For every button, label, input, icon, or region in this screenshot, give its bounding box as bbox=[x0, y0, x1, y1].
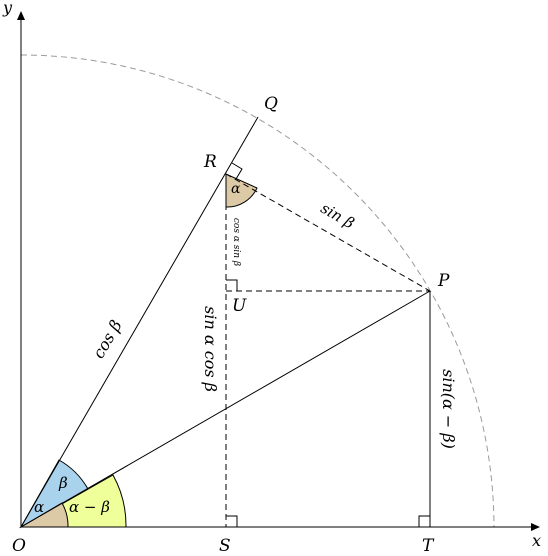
ray-oq bbox=[20, 116, 259, 528]
angle-label-alpha-minus-beta: α − β bbox=[69, 498, 110, 516]
point-label-r: R bbox=[203, 152, 217, 172]
unit-circle-arc bbox=[20, 54, 495, 528]
segment-label-sin-beta: sin β bbox=[318, 199, 358, 233]
segment-label-sin-alpha-cos-beta: sin α cos β bbox=[201, 306, 220, 392]
point-label-p: P bbox=[437, 271, 450, 291]
point-label-t: T bbox=[422, 536, 435, 556]
right-angle-marker-s bbox=[226, 515, 238, 527]
alpha-wedge-at-r bbox=[225, 173, 258, 208]
segment-rp bbox=[225, 173, 431, 292]
point-label-o: O bbox=[12, 536, 26, 556]
point-label-s: S bbox=[219, 536, 231, 556]
y-axis-label: y bbox=[2, 0, 13, 17]
right-angle-marker-u bbox=[226, 279, 238, 291]
segment-label-sin-alpha-minus-beta: sin(α − β) bbox=[439, 369, 458, 449]
right-angle-marker-r bbox=[231, 162, 243, 180]
angle-label-alpha-at-r: α bbox=[231, 181, 241, 197]
right-angle-marker-t bbox=[418, 515, 430, 527]
angle-label-beta: β bbox=[58, 474, 68, 492]
beta-wedge bbox=[19, 459, 89, 529]
angle-label-alpha: α bbox=[34, 498, 44, 516]
point-label-u: U bbox=[232, 296, 247, 316]
point-label-q: Q bbox=[264, 94, 278, 114]
segment-label-cos-alpha-sin-beta: cos α sin β bbox=[231, 218, 241, 266]
y-axis-arrowhead bbox=[17, 11, 25, 20]
x-axis-label: x bbox=[532, 531, 541, 550]
x-axis-arrowhead bbox=[531, 523, 540, 531]
